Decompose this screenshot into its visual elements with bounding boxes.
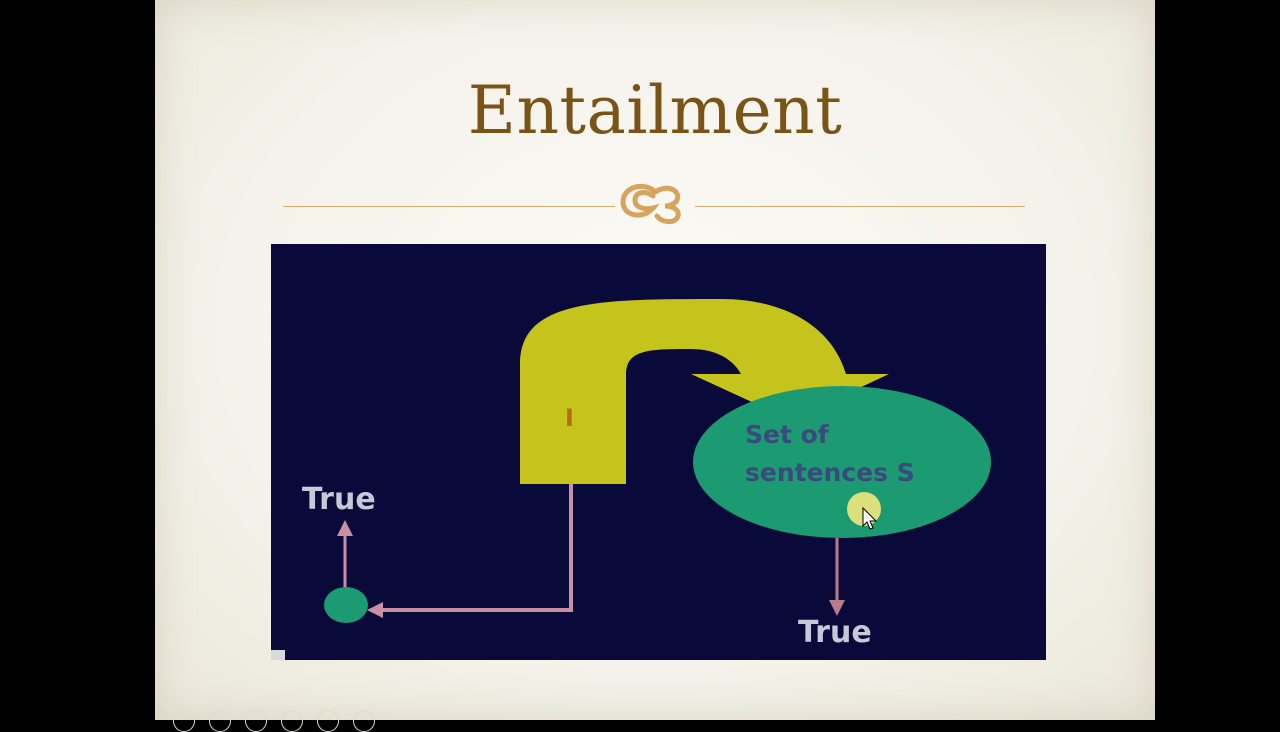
up-arrowhead [337, 520, 353, 536]
down-arrowhead [829, 600, 845, 616]
nav-dot[interactable] [173, 710, 195, 732]
slide-title: Entailment [467, 72, 843, 149]
mouse-cursor-icon [862, 506, 878, 530]
yellow-arrow [520, 299, 889, 484]
corner-icon [271, 650, 285, 660]
sentence-set-ellipse [693, 386, 991, 538]
set-label-line1: Set of [745, 420, 829, 449]
video-frame[interactable]: True True Set of sentences S I [271, 244, 1046, 660]
nav-dot[interactable] [209, 710, 231, 732]
swash-ornament-icon [620, 184, 681, 225]
divider-left [283, 206, 615, 207]
link-line [371, 484, 573, 612]
nav-dot[interactable] [317, 710, 339, 732]
true-label-bottom: True [798, 615, 872, 650]
node-circle [324, 587, 368, 623]
nav-dot[interactable] [245, 710, 267, 732]
slide: Entailment Tr [155, 0, 1155, 732]
link-arrowhead [367, 602, 383, 618]
nav-dot[interactable] [281, 710, 303, 732]
true-label-left: True [302, 482, 376, 517]
arrow-mark: I [565, 404, 574, 432]
nav-dot[interactable] [353, 710, 375, 732]
entailment-diagram [271, 299, 991, 660]
set-label-line2: sentences S [745, 458, 915, 487]
slide-nav-dots [173, 708, 553, 732]
divider-right [695, 206, 1025, 207]
